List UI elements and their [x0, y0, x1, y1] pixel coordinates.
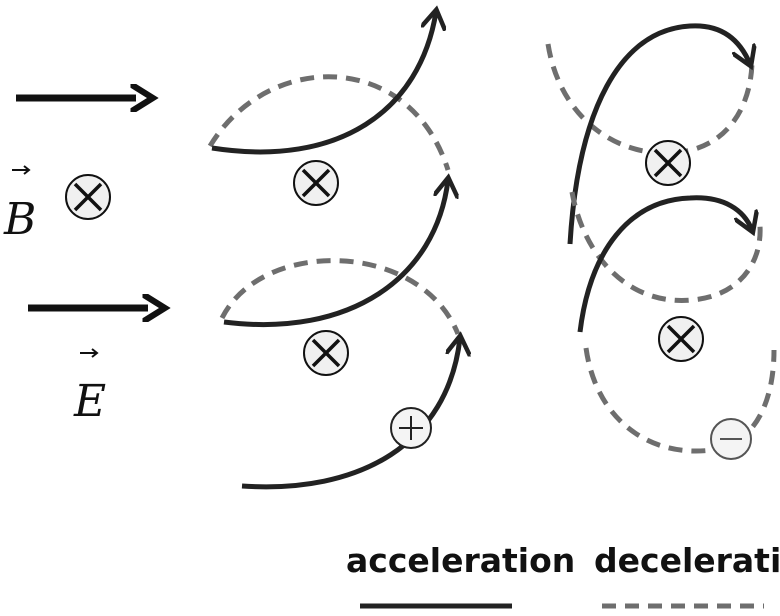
dashed-arc-upper-left: [207, 74, 451, 171]
circled-minus-icon: [710, 418, 752, 460]
legend-acceleration-label: acceleration: [346, 541, 575, 580]
right-trajectory-group: [545, 23, 777, 454]
circled-x-icon: [645, 140, 691, 186]
circled-x-icon: [658, 316, 704, 362]
solid-arc-lower-left: [241, 338, 460, 490]
circled-x-icon: [303, 330, 349, 376]
dashed-arc-upper-right: [545, 43, 755, 156]
e-field-label: E: [73, 348, 106, 427]
solid-arc-upper-left: [211, 12, 436, 155]
dashed-arc-middle-left: [219, 258, 461, 335]
dashed-arc-middle-right: [569, 191, 763, 303]
left-trajectory-group: [207, 12, 461, 490]
b-field-label: B: [3, 165, 36, 245]
solid-arc-middle-left: [223, 180, 448, 328]
dashed-arc-lower-right: [583, 347, 777, 454]
legend-deceleration-label: deceleration: [594, 541, 780, 580]
circled-x-icon: [293, 160, 339, 206]
circled-plus-icon: [390, 407, 432, 449]
legend: acceleration deceleration: [346, 541, 780, 609]
circled-x-icon: [65, 174, 111, 220]
svg-text:B: B: [3, 194, 36, 245]
solid-arc-middle-right: [577, 195, 752, 333]
svg-text:E: E: [73, 376, 106, 427]
solid-arc-upper-right: [567, 23, 750, 245]
